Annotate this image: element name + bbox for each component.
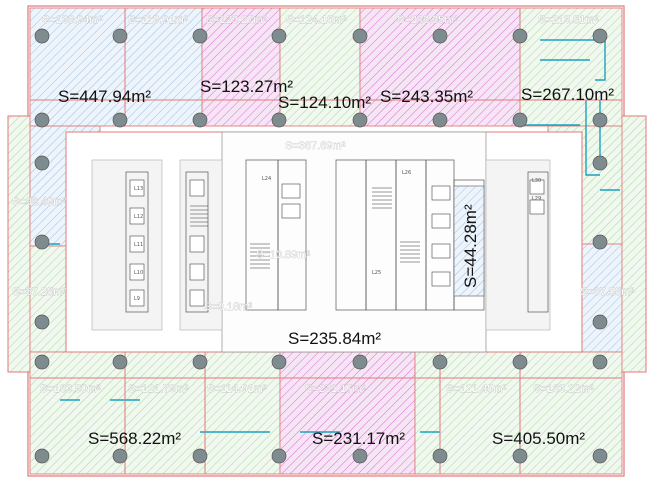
partition-lines (40, 39, 620, 433)
top-zones (29, 7, 623, 127)
core-room-label: L30 (532, 178, 541, 184)
area-label-bottom-4: S=231.17m² (305, 383, 366, 395)
area-label-main-405: S=405.50m² (492, 429, 585, 448)
area-label-bottom-5: S=121.45m² (446, 383, 507, 395)
area-label-bottom-2: S=121.79m² (128, 383, 189, 395)
building-core: L13 L12 L11 L10 L9 L24 L25 L26 L30 L29 (65, 131, 583, 353)
area-label-core-bottom: S=235.84m² (288, 329, 381, 348)
core-room-label: L13 (134, 186, 143, 192)
area-label-core-inner-1: S=10.89m² (256, 249, 310, 261)
area-label-top-3: S=123.27m² (206, 14, 267, 26)
area-label-bottom-6: S=163.22m² (533, 383, 594, 395)
area-label-right: S=67.58m² (580, 286, 634, 298)
area-label-main-447: S=447.94m² (58, 87, 151, 106)
area-label-top-4: S=124.10m² (286, 14, 347, 26)
area-label-main-267: S=267.10m² (521, 85, 614, 104)
area-label-left-1: S=96.49m² (12, 196, 66, 208)
core-room-label: L25 (372, 270, 381, 276)
area-label-main-124: S=124.10m² (278, 93, 371, 112)
area-label-left-2: S=67.28m² (12, 286, 66, 298)
area-label-top-2: S=119.91m² (128, 14, 188, 26)
core-room-label: L11 (134, 242, 143, 248)
small-area-labels: S=138.94m² S=119.91m² S=123.27m² S=124.1… (12, 14, 635, 395)
core-room-label: L9 (134, 296, 140, 302)
core-room-label: L26 (402, 170, 411, 176)
area-label-core-inner-2: S=9.18m² (204, 301, 252, 313)
area-label-core-top: S=367.69m² (285, 140, 346, 152)
area-label-main-123: S=123.27m² (200, 77, 293, 96)
area-label-top-5: S=243.35m² (397, 14, 458, 26)
area-label-shaft: S=44.28m² (461, 204, 480, 288)
area-label-main-231: S=231.17m² (312, 429, 405, 448)
area-label-bottom-3: S=114.91m² (207, 383, 267, 395)
core-room-label: L10 (134, 270, 143, 276)
area-label-main-243: S=243.35m² (380, 87, 473, 106)
core-room-label: L29 (532, 196, 541, 202)
area-label-main-568: S=568.22m² (88, 429, 181, 448)
area-label-top-1: S=138.94m² (42, 14, 103, 26)
core-room-label: L24 (262, 176, 271, 182)
area-label-bottom-1: S=163.50m² (40, 383, 101, 395)
core-room-label: L12 (134, 214, 143, 220)
structural-columns (34, 28, 608, 464)
big-area-labels: S=447.94m² S=123.27m² S=124.10m² S=243.3… (58, 77, 614, 448)
area-label-top-6: S=213.81m² (538, 14, 599, 26)
